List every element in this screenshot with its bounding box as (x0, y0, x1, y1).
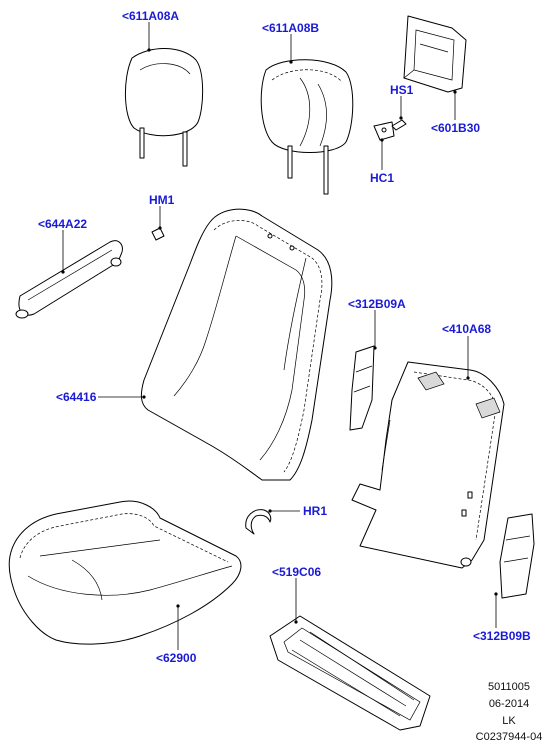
callout-644a22[interactable]: <644A22 (38, 217, 88, 231)
hook-hr1[interactable] (245, 509, 272, 535)
headrest-guide-frame-601b30[interactable] (403, 15, 467, 93)
headrest-611a08b[interactable] (260, 59, 354, 195)
clip-312b09b[interactable] (499, 513, 535, 599)
callout-312b09b[interactable]: <312B09B (473, 629, 531, 643)
grille-519c06[interactable] (269, 615, 431, 731)
callout-64416[interactable]: <64416 (56, 390, 97, 404)
callout-hs1[interactable]: HS1 (390, 83, 414, 97)
plug-hm1[interactable] (151, 227, 165, 241)
seat-cushion-62900[interactable] (8, 500, 242, 645)
callout-410a68[interactable]: <410A68 (442, 322, 492, 336)
callout-312b09a[interactable]: <312B09A (348, 297, 406, 311)
callout-hr1[interactable]: HR1 (303, 504, 328, 518)
callout-hc1[interactable]: HC1 (370, 171, 395, 185)
clip-hs1-hc1[interactable] (373, 119, 407, 141)
seat-back-64416[interactable] (140, 208, 333, 481)
footer-date: 06-2014 (488, 698, 530, 710)
headrest-611a08a[interactable] (124, 48, 204, 167)
armrest-644a22[interactable] (15, 240, 123, 319)
callout-601b30[interactable]: <601B30 (431, 121, 481, 135)
back-panel-410a68[interactable] (351, 361, 505, 569)
footer-code: 5011005 (487, 681, 530, 693)
callout-519c06[interactable]: <519C06 (272, 565, 322, 579)
leader-lines (61, 22, 498, 650)
callout-62900[interactable]: <62900 (156, 651, 197, 665)
callout-611a08a[interactable]: <611A08A (122, 9, 180, 23)
clip-312b09a[interactable] (349, 345, 375, 431)
footer-initials: LK (502, 715, 516, 727)
callout-hm1[interactable]: HM1 (149, 193, 175, 207)
callout-611a08b[interactable]: <611A08B (262, 21, 320, 35)
footer-ref: C0237944-04 (475, 731, 543, 743)
